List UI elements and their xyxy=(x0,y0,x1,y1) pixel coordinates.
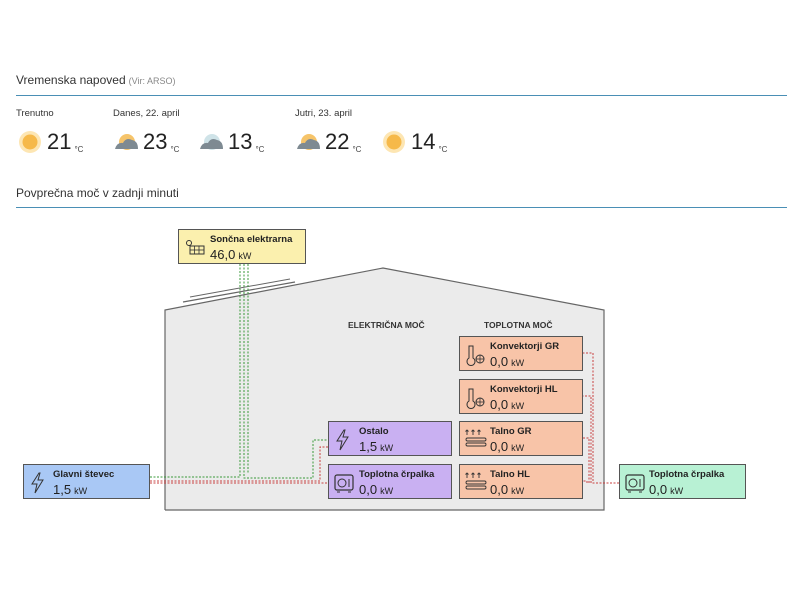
current-label: Trenutno xyxy=(16,108,54,119)
lightning-icon xyxy=(336,429,349,451)
temp-unit: °C xyxy=(170,144,180,154)
solar-value: 46,0 xyxy=(210,247,236,262)
lightning-icon xyxy=(31,472,44,494)
solar-panel-icon xyxy=(186,240,205,255)
cloudy-sun-icon xyxy=(297,134,320,150)
convectors-hl-value: 0,0 xyxy=(490,397,509,412)
cloudy-sun-icon xyxy=(115,134,138,150)
unit: kW xyxy=(670,486,684,496)
weather-current: 21 °C xyxy=(17,126,83,158)
weather-tomorrow-night: 14 °C xyxy=(381,126,447,158)
heat-pump-icon xyxy=(625,474,645,493)
heatpump-electric-value: 0,0 xyxy=(359,482,378,497)
thermometer-icon xyxy=(466,345,485,366)
convectors-gr-value: 0,0 xyxy=(490,354,509,369)
temp-value: 22 xyxy=(325,129,350,154)
weather-divider xyxy=(16,95,787,96)
heatpump-outdoor-label: Toplotna črpalka xyxy=(649,469,725,480)
weather-today-day: 23 °C xyxy=(113,126,179,158)
unit: kW xyxy=(238,251,252,261)
convectors-hl-label: Konvektorji HL xyxy=(490,384,558,395)
solar-panel-line xyxy=(189,278,291,298)
unit: kW xyxy=(511,486,525,496)
floor-heating-icon xyxy=(465,429,487,447)
electric-heading: ELEKTRIČNA MOČ xyxy=(348,320,425,330)
solar-panel-line xyxy=(182,281,296,303)
main-meter-value: 1,5 xyxy=(53,482,72,497)
temp-unit: °C xyxy=(255,144,265,154)
thermometer-icon xyxy=(466,388,485,409)
unit: kW xyxy=(511,358,525,368)
tomorrow-label: Jutri, 23. april xyxy=(295,108,353,119)
temp-unit: °C xyxy=(74,144,84,154)
unit: kW xyxy=(511,401,525,411)
floor-heating-icon xyxy=(465,472,487,490)
red-flow xyxy=(150,352,619,484)
power-divider xyxy=(16,207,787,208)
unit: kW xyxy=(380,486,394,496)
solar-label: Sončna elektrarna xyxy=(210,234,293,245)
green-flow xyxy=(150,264,328,479)
sun-icon xyxy=(19,131,41,153)
cloudy-moon-icon xyxy=(200,134,223,150)
weather-section-title: Vremenska napoved(Vir: ARSO) xyxy=(16,73,175,87)
main-meter-label: Glavni števec xyxy=(53,469,115,480)
other-label: Ostalo xyxy=(359,426,389,437)
unit: kW xyxy=(74,486,88,496)
weather-today-night: 13 °C xyxy=(198,126,264,158)
heatpump-electric-label: Toplotna črpalka xyxy=(359,469,435,480)
heat-pump-icon xyxy=(334,474,354,493)
temp-unit: °C xyxy=(438,144,448,154)
heatpump-outdoor-value: 0,0 xyxy=(649,482,668,497)
today-label: Danes, 22. april xyxy=(113,108,180,119)
temp-value: 13 xyxy=(228,129,253,154)
unit: kW xyxy=(511,443,525,453)
unit: kW xyxy=(380,443,394,453)
other-value: 1,5 xyxy=(359,439,378,454)
floor-heating-hl-label: Talno HL xyxy=(490,469,530,480)
temp-value: 14 xyxy=(411,129,436,154)
temp-value: 23 xyxy=(143,129,168,154)
floor-heating-gr-label: Talno GR xyxy=(490,426,532,437)
convectors-gr-label: Konvektorji GR xyxy=(490,341,560,352)
weather-title: Vremenska napoved xyxy=(16,73,126,87)
floor-heating-gr-value: 0,0 xyxy=(490,439,509,454)
power-section-title: Povprečna moč v zadnji minuti xyxy=(16,186,179,200)
sun-icon xyxy=(383,131,405,153)
weather-tomorrow-day: 22 °C xyxy=(295,126,361,158)
temp-unit: °C xyxy=(352,144,362,154)
thermal-heading: TOPLOTNA MOČ xyxy=(484,320,553,330)
weather-source: (Vir: ARSO) xyxy=(128,76,176,86)
floor-heating-hl-value: 0,0 xyxy=(490,482,509,497)
temp-value: 21 xyxy=(47,129,72,154)
